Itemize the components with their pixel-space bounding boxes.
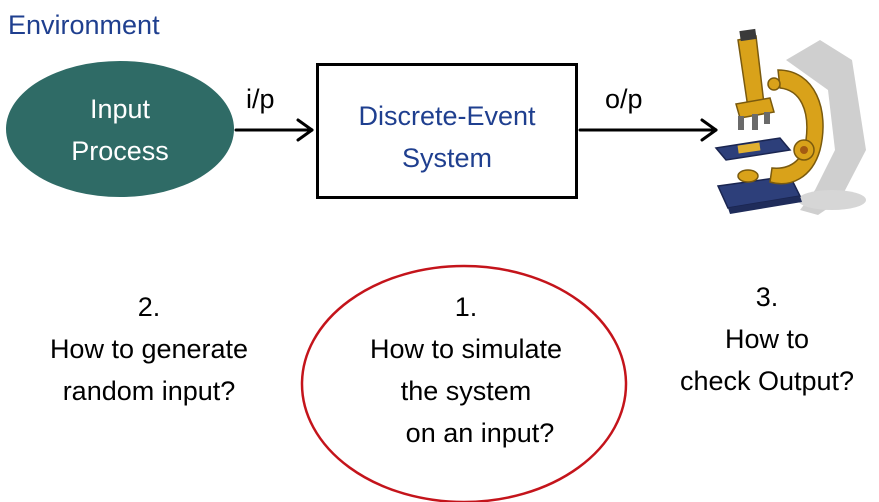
question-2-number: 2. — [137, 292, 161, 322]
question-3-line1: How to — [724, 324, 810, 354]
question-1-line3: on an input? — [405, 418, 555, 448]
input-arrow — [234, 118, 314, 142]
question-1-number: 1. — [454, 292, 478, 322]
question-2-line1: How to generate — [49, 334, 249, 364]
input-arrow-label: i/p — [246, 84, 275, 114]
question-3-line2: check Output? — [679, 366, 855, 396]
question-2-line2: random input? — [62, 376, 236, 406]
environment-label: Environment — [8, 10, 160, 40]
question-3-number: 3. — [755, 282, 779, 312]
discrete-event-system-label: Discrete-Event System — [316, 95, 578, 179]
question-3: 3. How to check Output? — [628, 276, 879, 402]
output-arrow-label: o/p — [605, 84, 643, 114]
input-process-label: Input Process — [6, 88, 234, 172]
question-1: 1. How to simulate the system on an inpu… — [318, 286, 614, 454]
system-line2: System — [401, 143, 493, 173]
input-process-line2: Process — [71, 136, 169, 166]
highlight-ring — [300, 264, 628, 502]
question-2: 2. How to generate random input? — [0, 286, 298, 412]
microscope-icon — [714, 28, 866, 215]
output-arrow — [578, 118, 718, 142]
input-process-node — [6, 61, 234, 197]
input-process-line1: Input — [89, 94, 151, 124]
question-1-line2: the system — [400, 376, 532, 406]
question-1-line1: How to simulate — [369, 334, 563, 364]
system-line1: Discrete-Event — [358, 101, 536, 131]
discrete-event-system-box — [316, 63, 578, 199]
